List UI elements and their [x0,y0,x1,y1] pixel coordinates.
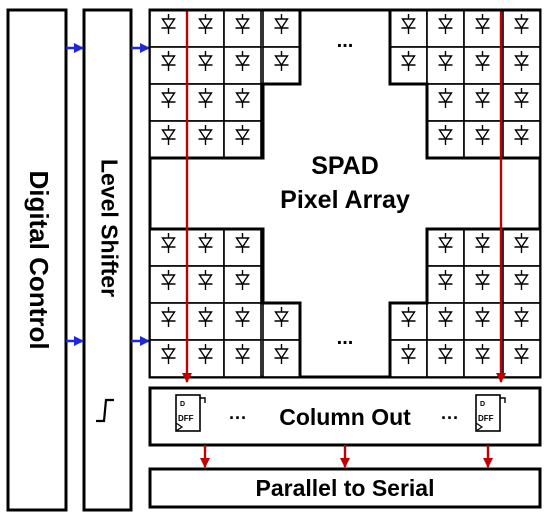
spad-pixel-tl-3-0 [149,120,188,159]
level-shifter-label: Level Shifter [96,159,122,297]
spad-pixel-tl-1-3 [262,46,301,85]
column-out-ellipsis-right: ··· [441,408,459,428]
spad-pixel-bl-0-1 [186,228,225,267]
spad-pixel-tr-3-2 [463,120,502,159]
spad-pixel-tl-2-1 [186,83,225,122]
spad-pixel-tl-0-0 [149,9,188,48]
column-out-ellipsis-left: ··· [229,408,247,428]
spad-pixel-bl-1-0 [149,265,188,304]
spad-pixel-tr-1-1 [426,46,465,85]
column-out-block: D DFF D DFF ··· Column Out ··· [148,386,542,447]
spad-pixel-bl-2-0 [149,302,188,341]
spad-pixel-tl-2-2 [223,83,262,122]
spad-pixel-tl-3-1 [186,120,225,159]
spad-pixel-tl-0-3 [262,9,301,48]
spad-pixel-tr-2-1 [426,83,465,122]
parallel-to-serial-block: Parallel to Serial [148,467,542,509]
spad-pixel-bl-0-0 [149,228,188,267]
spad-pixel-tr-1-3 [502,46,541,85]
spad-pixel-br-1-3 [502,265,541,304]
spad-pixel-bl-2-2 [223,302,262,341]
dff-right-d-label: D [480,401,485,408]
pixel-array-title-line2: Pixel Array [280,186,410,214]
spad-pixel-tl-1-1 [186,46,225,85]
spad-pixel-tr-0-2 [463,9,502,48]
signal-arrows [181,12,507,469]
pixel-array-ellipsis-bottom: ... [337,327,354,349]
digital-control-label: Digital Control [24,170,54,349]
pixel-array-ellipsis-top: ... [337,30,354,52]
spad-pixel-bl-3-2 [223,339,262,378]
spad-pixel-tr-2-3 [502,83,541,122]
spad-pixel-br-1-2 [463,265,502,304]
dff-right-name: DFF [478,414,494,423]
column-out-label: Column Out [279,404,411,430]
spad-pixel-bl-1-1 [186,265,225,304]
spad-pixel-tr-2-2 [463,83,502,122]
spad-pixel-tl-1-0 [149,46,188,85]
spad-pixel-tr-3-3 [502,120,541,159]
spad-pixel-br-1-1 [426,265,465,304]
spad-pixel-tl-3-2 [223,120,262,159]
spad-pixel-br-3-3 [502,339,541,378]
spad-pixel-tr-0-3 [502,9,541,48]
spad-pixel-bl-3-0 [149,339,188,378]
digital-control-block: Digital Control [6,8,68,512]
control-arrows [66,42,151,347]
spad-pixel-br-0-1 [426,228,465,267]
spad-pixel-bl-2-3 [262,302,301,341]
spad-pixel-tl-0-1 [186,9,225,48]
spad-pixel-bl-1-2 [223,265,262,304]
pixel-array-title-line1: SPAD [311,152,379,180]
spad-pixel-br-3-1 [426,339,465,378]
spad-pixel-array: ... ... SPAD Pixel Array [148,8,542,379]
spad-pixel-br-0-2 [463,228,502,267]
spad-pixel-bl-0-2 [223,228,262,267]
spad-pixel-bl-3-1 [186,339,225,378]
parallel-to-serial-label: Parallel to Serial [256,475,435,501]
dff-left: D DFF [175,394,206,432]
dff-left-name: DFF [178,414,194,423]
spad-pixel-br-2-2 [463,302,502,341]
dff-left-d-label: D [180,401,185,408]
dff-right: D DFF [475,394,506,432]
spad-pixel-br-3-0 [389,339,428,378]
level-shift-symbol [96,398,114,423]
spad-pixel-tr-3-1 [426,120,465,159]
spad-pixel-br-2-0 [389,302,428,341]
spad-pixel-tr-0-0 [389,9,428,48]
spad-pixel-br-2-1 [426,302,465,341]
spad-pixel-tr-0-1 [426,9,465,48]
spad-pixel-tl-1-2 [223,46,262,85]
spad-pixel-bl-3-3 [262,339,301,378]
spad-pixel-tr-1-2 [463,46,502,85]
spad-pixel-tl-2-0 [149,83,188,122]
spad-pixel-br-3-2 [463,339,502,378]
spad-pixel-br-0-3 [502,228,541,267]
spad-pixel-bl-2-1 [186,302,225,341]
spad-pixel-tl-0-2 [223,9,262,48]
pixel-group-outlines [150,8,540,377]
spad-pixel-br-2-3 [502,302,541,341]
level-shifter-block: Level Shifter [82,8,133,512]
spad-pixel-tr-1-0 [389,46,428,85]
